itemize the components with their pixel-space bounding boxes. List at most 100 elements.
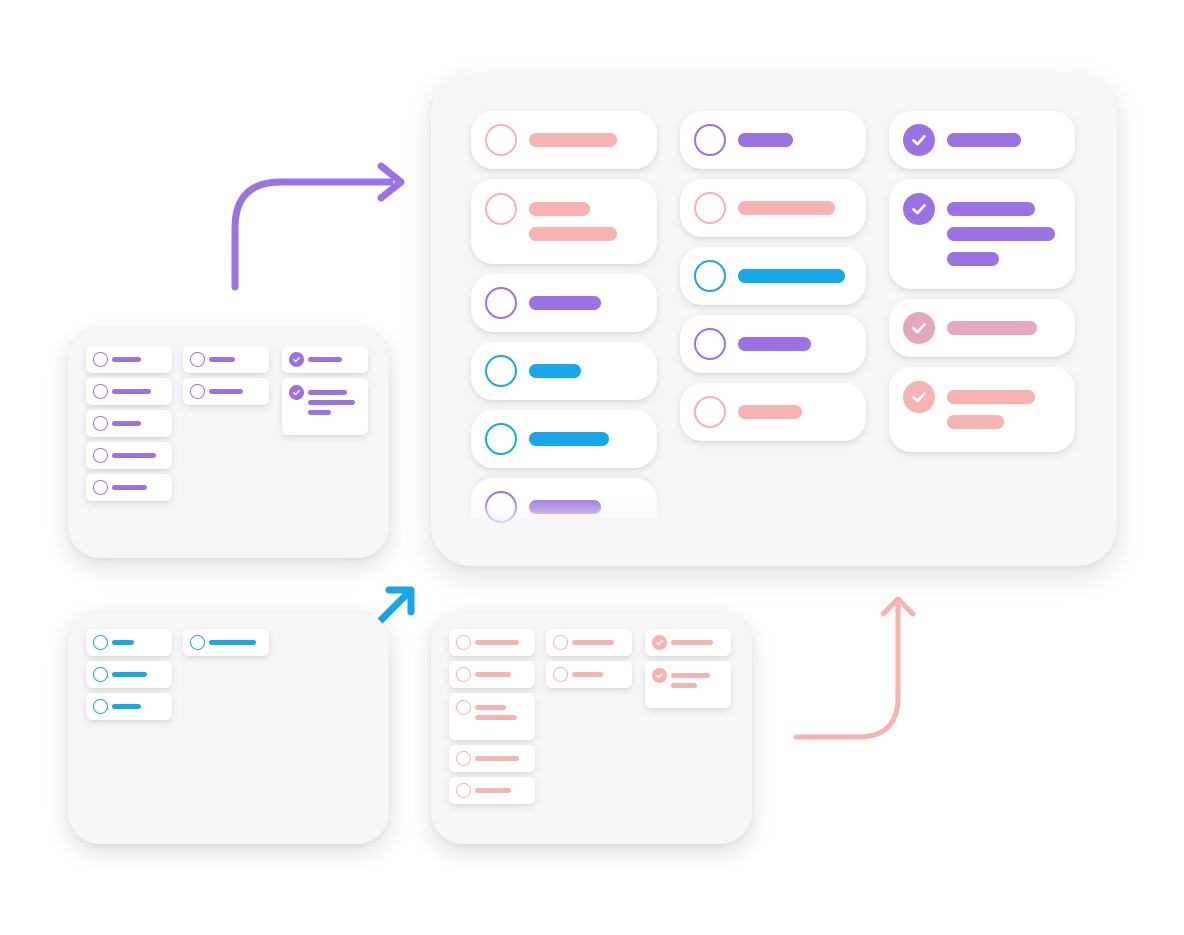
empty-circle-checkbox[interactable] — [694, 328, 726, 360]
task-text-bar — [947, 415, 1004, 429]
task-text-bar — [738, 201, 835, 215]
task-card[interactable] — [86, 661, 172, 688]
task-card[interactable] — [86, 629, 172, 656]
task-card[interactable] — [680, 247, 866, 305]
empty-circle-checkbox[interactable] — [485, 423, 517, 455]
empty-circle-checkbox[interactable] — [456, 700, 471, 715]
task-card[interactable] — [449, 745, 535, 772]
empty-circle-checkbox[interactable] — [485, 193, 517, 225]
task-text-bar — [112, 357, 141, 362]
task-text-bar — [947, 252, 999, 266]
empty-circle-checkbox[interactable] — [553, 667, 568, 682]
empty-circle-checkbox[interactable] — [456, 667, 471, 682]
task-card[interactable] — [889, 367, 1075, 452]
task-text-bar — [308, 390, 347, 395]
task-text-bar — [529, 133, 617, 147]
task-text-bar — [112, 672, 147, 677]
task-card[interactable] — [471, 274, 657, 332]
task-card[interactable] — [680, 111, 866, 169]
check-circle-icon[interactable] — [289, 352, 304, 367]
task-card[interactable] — [282, 346, 368, 373]
task-card[interactable] — [449, 777, 535, 804]
task-text-bar — [947, 133, 1021, 147]
task-card[interactable] — [645, 629, 731, 656]
check-circle-icon[interactable] — [903, 312, 935, 344]
task-card[interactable] — [471, 179, 657, 264]
task-text-bar — [529, 364, 581, 378]
task-card[interactable] — [546, 629, 632, 656]
task-card[interactable] — [183, 629, 269, 656]
task-text-bar — [112, 453, 156, 458]
empty-circle-checkbox[interactable] — [485, 355, 517, 387]
check-circle-icon[interactable] — [652, 635, 667, 650]
empty-circle-checkbox[interactable] — [93, 699, 108, 714]
empty-circle-checkbox[interactable] — [190, 352, 205, 367]
task-card[interactable] — [680, 315, 866, 373]
task-card[interactable] — [449, 693, 535, 740]
task-text-bar — [738, 337, 811, 351]
task-text-bar — [475, 788, 511, 793]
task-text-bar — [671, 673, 710, 678]
empty-circle-checkbox[interactable] — [694, 192, 726, 224]
task-card[interactable] — [680, 383, 866, 441]
task-text-bar — [529, 296, 601, 310]
task-card[interactable] — [889, 179, 1075, 289]
check-circle-icon[interactable] — [289, 385, 304, 400]
empty-circle-checkbox[interactable] — [190, 635, 205, 650]
task-text-bar — [529, 227, 617, 241]
empty-circle-checkbox[interactable] — [93, 448, 108, 463]
empty-circle-checkbox[interactable] — [93, 384, 108, 399]
task-card[interactable] — [86, 693, 172, 720]
empty-circle-checkbox[interactable] — [93, 416, 108, 431]
empty-circle-checkbox[interactable] — [485, 287, 517, 319]
task-card[interactable] — [86, 378, 172, 405]
empty-circle-checkbox[interactable] — [694, 124, 726, 156]
task-text-bar — [112, 421, 141, 426]
task-card[interactable] — [183, 346, 269, 373]
task-card[interactable] — [471, 111, 657, 169]
task-card[interactable] — [889, 111, 1075, 169]
blue-kanban-board — [68, 611, 389, 844]
task-text-bar — [529, 500, 601, 514]
empty-circle-checkbox[interactable] — [93, 635, 108, 650]
arrow-purple-head — [377, 162, 405, 202]
empty-circle-checkbox[interactable] — [694, 260, 726, 292]
task-card[interactable] — [183, 378, 269, 405]
empty-circle-checkbox[interactable] — [93, 480, 108, 495]
task-card[interactable] — [471, 478, 657, 523]
empty-circle-checkbox[interactable] — [93, 667, 108, 682]
task-card[interactable] — [282, 378, 368, 435]
arrow-blue-head — [385, 586, 415, 616]
empty-circle-checkbox[interactable] — [93, 352, 108, 367]
task-card[interactable] — [86, 346, 172, 373]
empty-circle-checkbox[interactable] — [190, 384, 205, 399]
task-card[interactable] — [86, 410, 172, 437]
task-card[interactable] — [449, 629, 535, 656]
empty-circle-checkbox[interactable] — [456, 635, 471, 650]
task-card[interactable] — [471, 342, 657, 400]
check-circle-icon[interactable] — [903, 193, 935, 225]
empty-circle-checkbox[interactable] — [456, 751, 471, 766]
task-card[interactable] — [680, 179, 866, 237]
check-circle-icon[interactable] — [903, 124, 935, 156]
task-text-bar — [947, 321, 1037, 335]
task-card[interactable] — [645, 661, 731, 708]
task-card[interactable] — [546, 661, 632, 688]
task-card[interactable] — [86, 442, 172, 469]
task-card[interactable] — [449, 661, 535, 688]
arrow-pink-head — [880, 596, 916, 617]
empty-circle-checkbox[interactable] — [485, 491, 517, 523]
check-circle-icon[interactable] — [652, 668, 667, 683]
check-circle-icon[interactable] — [903, 381, 935, 413]
empty-circle-checkbox[interactable] — [553, 635, 568, 650]
task-text-bar — [475, 640, 519, 645]
task-text-bar — [947, 390, 1035, 404]
empty-circle-checkbox[interactable] — [456, 783, 471, 798]
task-card[interactable] — [889, 299, 1075, 357]
task-card[interactable] — [471, 410, 657, 468]
task-text-bar — [475, 756, 519, 761]
task-card[interactable] — [86, 474, 172, 501]
task-text-bar — [112, 389, 151, 394]
empty-circle-checkbox[interactable] — [485, 124, 517, 156]
empty-circle-checkbox[interactable] — [694, 396, 726, 428]
